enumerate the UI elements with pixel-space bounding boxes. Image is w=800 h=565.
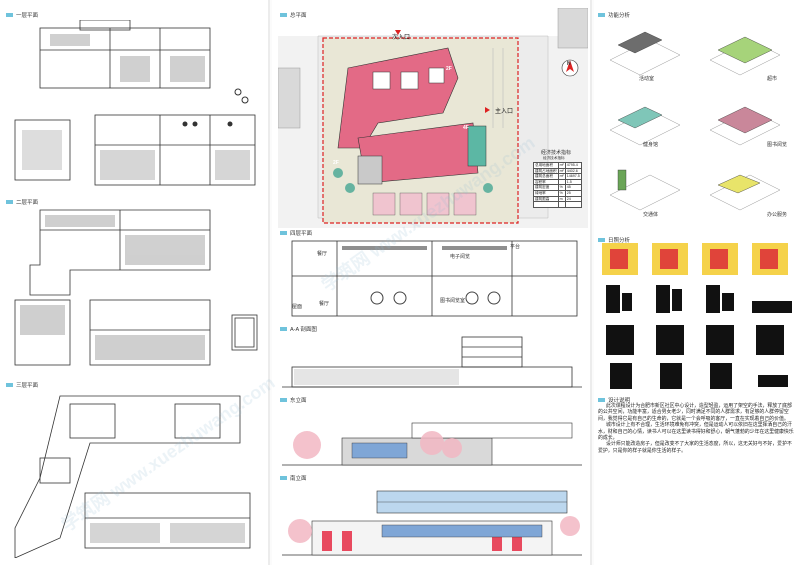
site-header: 总平面 — [280, 11, 307, 19]
divider-right — [590, 0, 592, 565]
floor4-header: 四层平面 — [280, 229, 312, 237]
function-diagrams — [609, 31, 781, 211]
floor4-room-5: 餐厅 — [319, 301, 330, 307]
floor2-header: 二层平面 — [6, 198, 38, 206]
floor4-room-1: 餐厅 — [317, 251, 328, 257]
floor1-plan — [14, 20, 256, 186]
floor2-plan — [14, 209, 258, 366]
main-entry-label: 主入口 — [495, 109, 514, 115]
east-elev-header: 东立面 — [280, 396, 307, 404]
function-label-3: 健身馆 — [643, 142, 659, 148]
function-label-2: 超市 — [767, 76, 778, 82]
floor-tag-3: 2F — [333, 160, 339, 166]
function-label-4: 图书阅览 — [767, 142, 788, 148]
section-header: A-A 剖面图 — [280, 325, 317, 333]
divider-left — [268, 0, 270, 565]
eco-table-subtitle: 经济技术指标 — [543, 156, 565, 160]
section-drawing — [282, 336, 582, 388]
function-header: 功能分析 — [598, 11, 630, 19]
floor4-room-4: 屋面 — [292, 304, 303, 310]
design-paragraph-2: 城市设计上有不合理，生活环境难免有冲突，但是运动人可以依旧在这里挥洒自己的汗水，… — [598, 423, 794, 442]
function-label-5: 交通体 — [643, 212, 659, 218]
floor3-header: 三层平面 — [6, 381, 38, 389]
south-elevation — [282, 490, 582, 556]
design-paragraph-1: 此次课程设计为合肥市新区社区中心设计，造型轻盈，运用了架空的手法，释放了底部的公… — [598, 404, 792, 422]
eco-table-title: 经济技术指标 — [541, 150, 572, 156]
floor4-room-3: 图书阅览室 — [440, 298, 466, 304]
site-plan — [278, 8, 588, 228]
design-paragraph-3: 设计师只能改造房子，但是改变不了大家的生活态度，所以，这无关好与不好，爱护不爱护… — [598, 442, 792, 454]
floor3-plan — [14, 395, 251, 558]
floor4-room-2: 电子阅览 — [450, 254, 471, 260]
design-description: 此次课程设计为合肥市新区社区中心设计，造型轻盈，运用了架空的手法，释放了底部的公… — [598, 404, 794, 455]
north-label: N — [567, 61, 571, 67]
table-row: 建筑密度%45 — [533, 184, 582, 191]
shadow-header: 日照分析 — [598, 236, 630, 244]
floor1-header: 一层平面 — [6, 11, 38, 19]
floor4-room-6: 平台 — [510, 244, 521, 250]
right-panel — [594, 0, 800, 565]
floor-tag-1: 2F — [446, 66, 452, 72]
floor-tag-2: 4F — [463, 125, 469, 131]
south-elev-header: 南立面 — [280, 474, 307, 482]
left-panel — [0, 0, 268, 565]
floor4-plan — [291, 240, 578, 317]
shadow-diagrams — [602, 243, 792, 389]
table-row — [533, 201, 582, 208]
function-label-6: 办公服务 — [767, 212, 788, 218]
second-entry-label: 次入口 — [392, 35, 411, 41]
east-elevation — [282, 422, 582, 466]
design-header: 设计说明 — [598, 396, 630, 404]
function-label-1: 活动室 — [639, 76, 655, 82]
